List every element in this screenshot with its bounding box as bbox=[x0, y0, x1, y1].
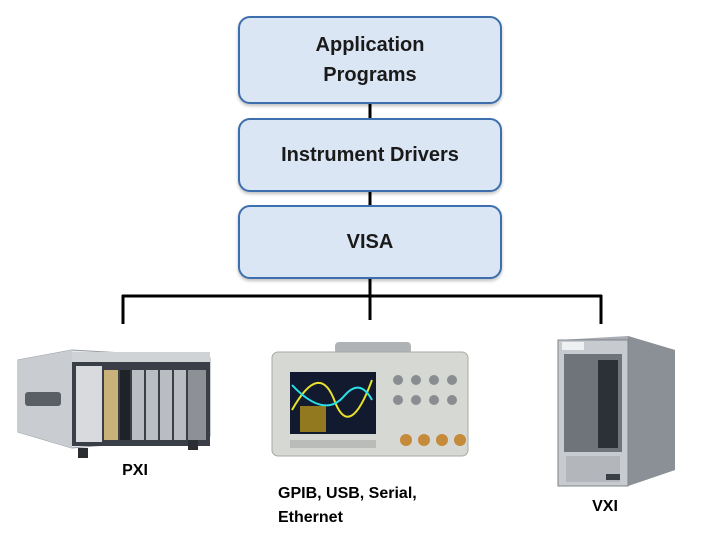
vxi-mainframe-image bbox=[557, 336, 675, 487]
pxi-chassis-image bbox=[17, 349, 211, 458]
instrument-drivers-box: Instrument Drivers bbox=[238, 118, 502, 192]
visa-label: VISA bbox=[346, 231, 394, 253]
pxi-label: PXI bbox=[122, 462, 148, 479]
instrument-drivers-label: Instrument Drivers bbox=[281, 144, 459, 166]
visa-box: VISA bbox=[238, 205, 502, 279]
application-programs-box: Application Programs bbox=[238, 16, 502, 104]
oscilloscope-image bbox=[271, 342, 469, 457]
vxi-label: VXI bbox=[592, 498, 618, 515]
gpib-usb-serial-ethernet-label: GPIB, USB, Serial, Ethernet bbox=[278, 485, 417, 526]
application-programs-label: Application Programs bbox=[315, 34, 425, 86]
